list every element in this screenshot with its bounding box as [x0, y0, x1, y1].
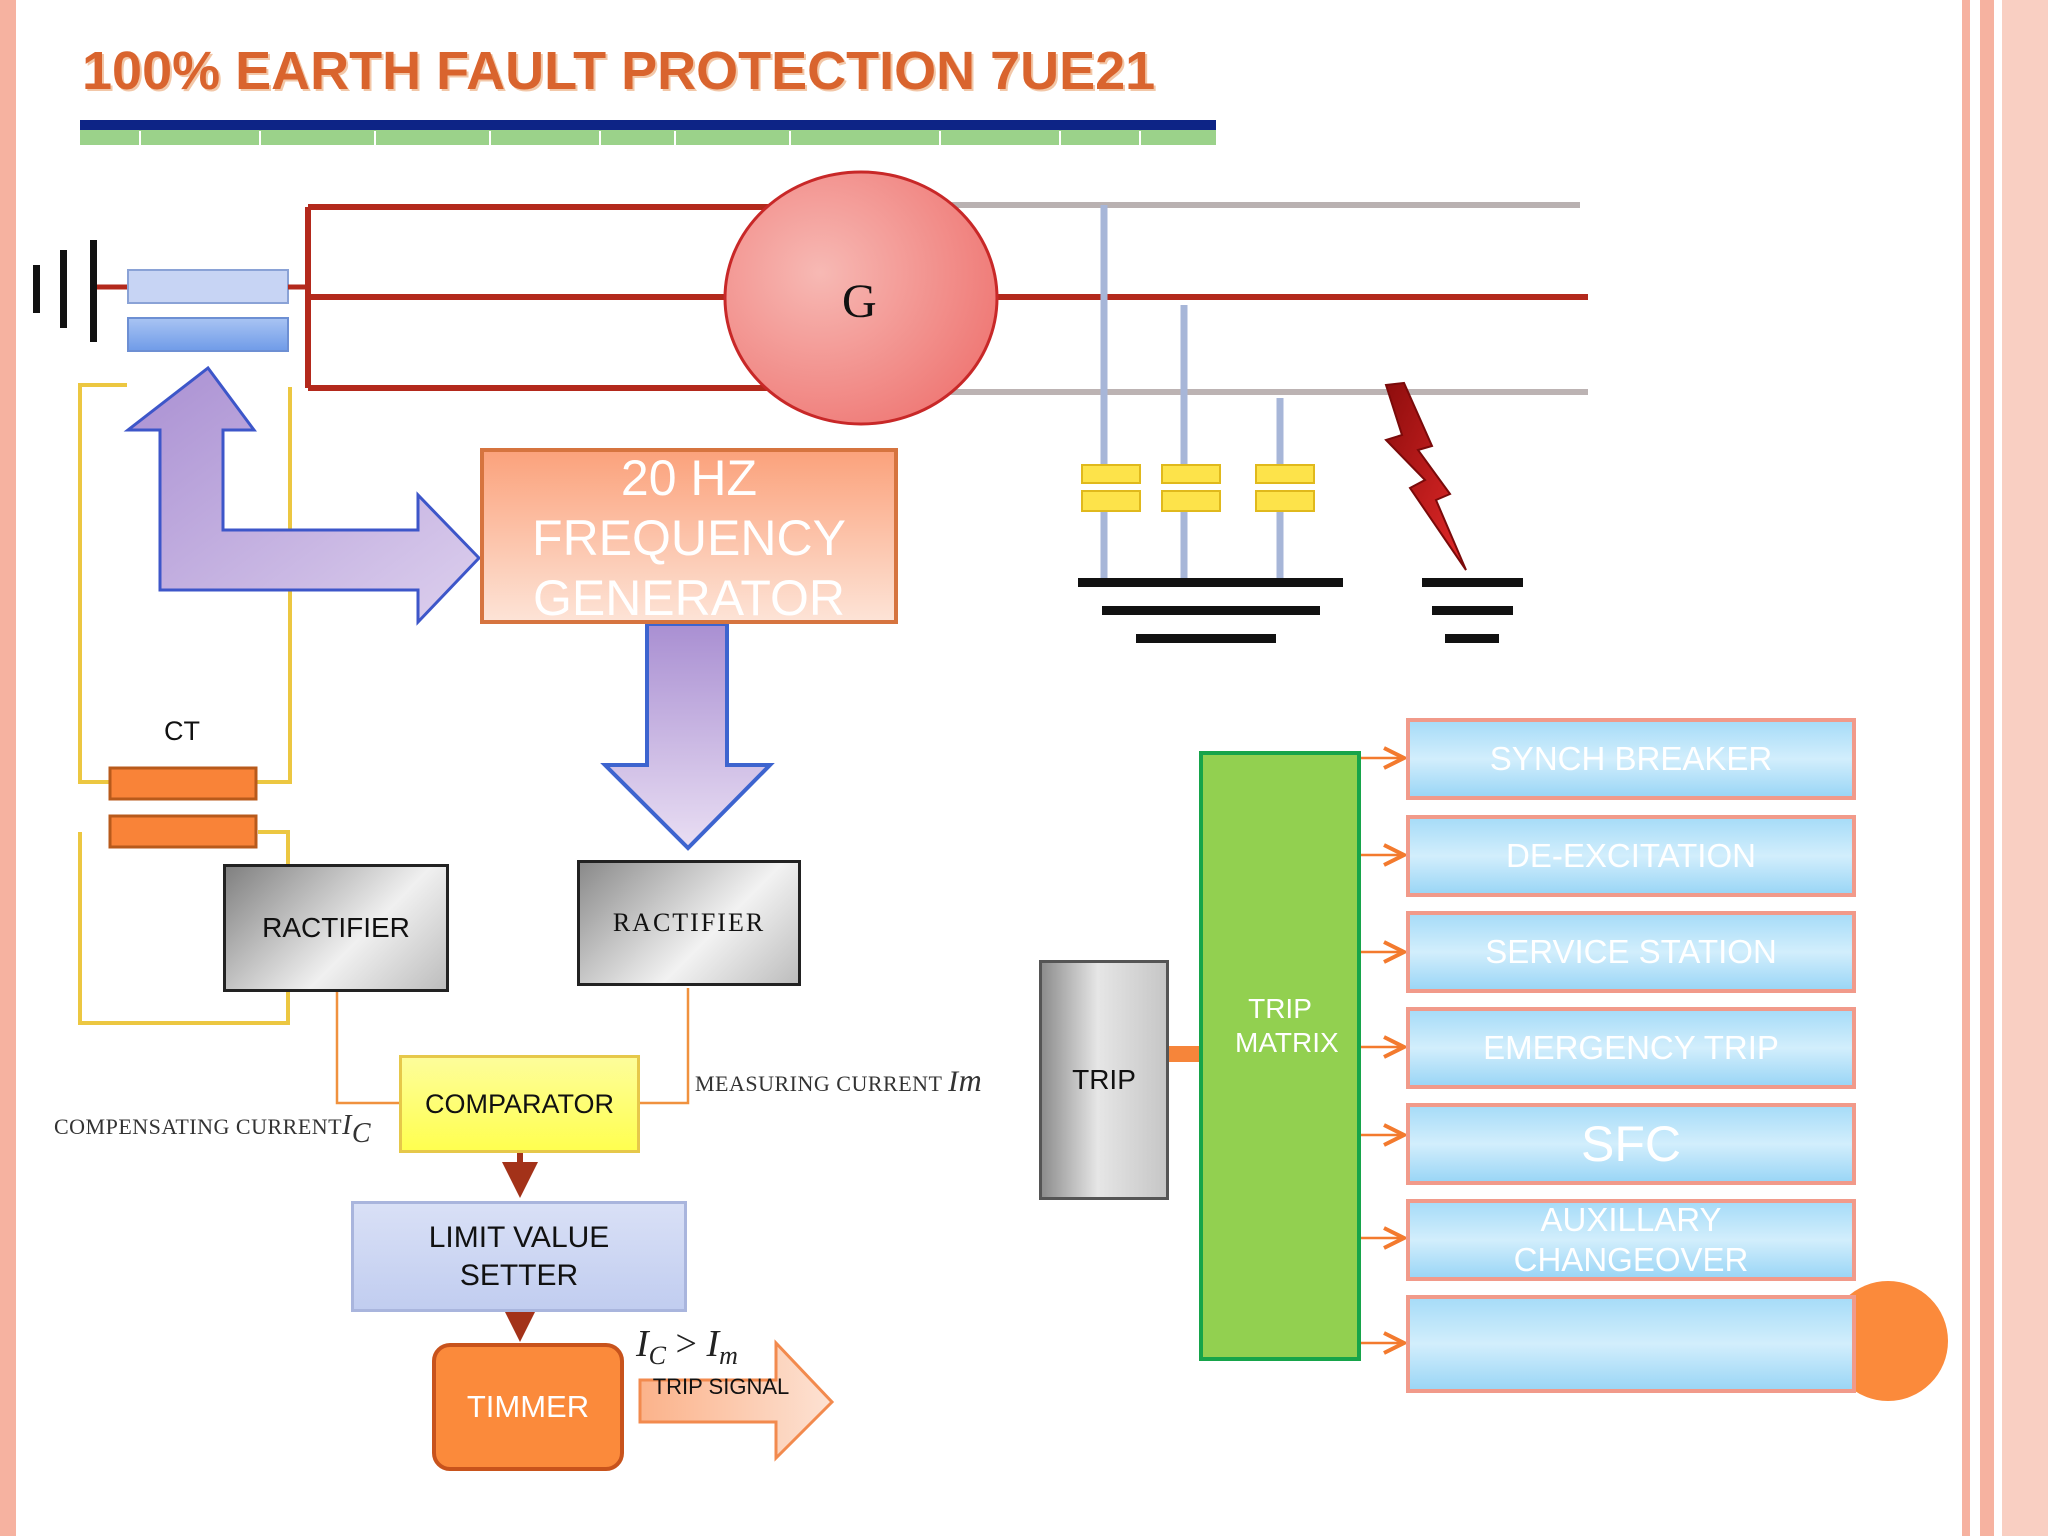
- ct-bar-bottom: [108, 814, 258, 849]
- output-de-excitation: DE-EXCITATION: [1406, 815, 1856, 897]
- generator-bus-left: [305, 204, 770, 391]
- output-synch-breaker: SYNCH BREAKER: [1406, 718, 1856, 800]
- trip-matrix-block: TRIP MATRIX: [1199, 751, 1361, 1361]
- trip-condition: IC > Im: [636, 1323, 738, 1370]
- frequency-generator-label: 20 HZ FREQUENCY GENERATOR: [532, 450, 846, 626]
- page-title: 100% EARTH FAULT PROTECTION 7UE21: [82, 41, 1156, 101]
- page-border-right-outer: [2002, 0, 2048, 1536]
- ct-lower-loop: [78, 830, 290, 1025]
- trip-signal-arrow: [638, 1339, 835, 1462]
- page-border-right: [1962, 0, 1970, 1536]
- timer-label: TIMMER: [466, 1389, 590, 1424]
- decorative-circle: [1828, 1281, 1948, 1401]
- ct-label: CT: [164, 716, 200, 746]
- comparator-block: COMPARATOR: [399, 1055, 640, 1153]
- fault-ground-symbol: [1422, 578, 1523, 643]
- rectifier-left-block: RACTIFIER: [223, 864, 449, 992]
- generator-circle: [723, 170, 999, 426]
- wire-measuring: [640, 988, 690, 1105]
- grounding-transformer-bottom: [127, 317, 289, 352]
- trip-matrix-label: TRIP MATRIX: [1235, 993, 1339, 1058]
- frequency-generator-block: 20 HZ FREQUENCY GENERATOR: [480, 448, 898, 626]
- capacitor-leads: [1100, 205, 1284, 582]
- rectifier-right-block: RACTIFIER: [577, 860, 801, 986]
- output-auxillary-changeover: AUXILLARY CHANGEOVER: [1406, 1199, 1856, 1281]
- output-emergency-trip: EMERGENCY TRIP: [1406, 1007, 1856, 1089]
- matrix-output-arrows: [1361, 758, 1404, 1343]
- limit-value-setter-label: LIMIT VALUE SETTER: [428, 1220, 610, 1292]
- title-underline: [80, 120, 1216, 130]
- capacitor-plates: [1081, 464, 1315, 512]
- earth-fault-bolt: [1384, 381, 1467, 571]
- trip-label: TRIP: [1072, 1064, 1136, 1095]
- trip-block: TRIP: [1039, 960, 1169, 1200]
- capacitor-ground-symbol: [1078, 578, 1343, 643]
- wire-compensating: [335, 992, 399, 1105]
- ct-upper-loop: [78, 383, 292, 784]
- title-underline-ticks: [139, 131, 1141, 145]
- ct-bar-top: [108, 766, 258, 801]
- page-border-left: [0, 0, 16, 1536]
- generator-label: G: [842, 275, 877, 328]
- limit-value-setter-block: LIMIT VALUE SETTER: [351, 1201, 687, 1312]
- rectifier-right-label: RACTIFIER: [612, 908, 766, 937]
- grounding-transformer-top: [127, 269, 289, 304]
- trip-connector: [1169, 1046, 1199, 1062]
- compensating-current-label: COMPENSATING CURRENTIC: [54, 1110, 372, 1149]
- output-service-station: SERVICE STATION: [1406, 911, 1856, 993]
- rectifier-left-label: RACTIFIER: [262, 912, 410, 943]
- injection-arrow: [123, 365, 482, 626]
- comparator-label: COMPARATOR: [424, 1088, 614, 1119]
- page-border-right-inner: [1980, 0, 1994, 1536]
- down-arrow: [600, 622, 775, 851]
- measuring-current-label: MEASURING CURRENT Im: [695, 1062, 983, 1098]
- output-blank: [1406, 1295, 1856, 1393]
- timer-block: TIMMER: [432, 1343, 624, 1471]
- title-underline-strip: [80, 130, 1216, 145]
- trip-signal-label: TRIP SIGNAL: [652, 1374, 790, 1399]
- output-sfc: SFC: [1406, 1103, 1856, 1185]
- battery-symbol: [33, 240, 97, 342]
